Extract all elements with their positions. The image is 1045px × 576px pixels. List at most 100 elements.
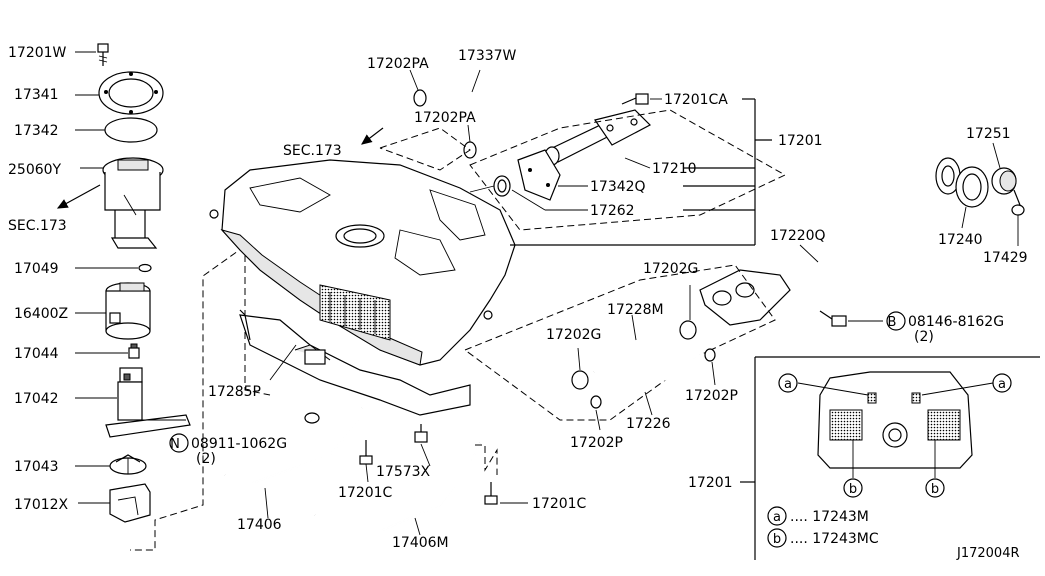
inset-marker-a-left-text: a bbox=[784, 377, 792, 392]
label-17201ca: 17201CA bbox=[664, 92, 728, 108]
label-17201c-left: 17201C bbox=[338, 485, 393, 501]
label-17262: 17262 bbox=[590, 203, 635, 219]
label-17285p: 17285P bbox=[208, 384, 261, 400]
legend-marker-a-text: a bbox=[773, 510, 781, 525]
dashed-vent-box bbox=[379, 127, 471, 171]
dashed-band-right bbox=[475, 444, 498, 475]
clamp-17202p-lower-part bbox=[590, 395, 602, 409]
bolt-17573x-part bbox=[414, 424, 428, 443]
label-bolt-08146-qty: (2) bbox=[914, 329, 934, 345]
sec173-left-arrow bbox=[56, 184, 101, 209]
bolt-08146-symbol bbox=[886, 311, 906, 331]
nut-08911-symbol bbox=[169, 433, 189, 453]
inset-marker-b-right-text: b bbox=[931, 482, 939, 497]
leader-17285p bbox=[269, 344, 297, 381]
clamp-17202pa-top-part bbox=[413, 89, 427, 107]
label-17240: 17240 bbox=[938, 232, 983, 248]
label-17049: 17049 bbox=[14, 261, 59, 277]
screw-17201w-part bbox=[97, 43, 109, 66]
leader-17202g-lower bbox=[577, 347, 581, 371]
legend-marker-a bbox=[767, 506, 787, 526]
label-17201-inset: 17201 bbox=[688, 475, 733, 491]
label-17226: 17226 bbox=[626, 416, 671, 432]
inset-marker-b-left bbox=[843, 478, 863, 498]
label-nut-08911: 08911-1062G bbox=[191, 436, 287, 452]
legend-a-text: .... 17243M bbox=[790, 509, 869, 525]
inset-panel bbox=[740, 356, 1040, 560]
inset-marker-a-left bbox=[778, 373, 798, 393]
legend-marker-b bbox=[767, 528, 787, 548]
label-17337w: 17337W bbox=[458, 48, 517, 64]
bolt-17201c-left-part bbox=[359, 440, 373, 465]
label-17341: 17341 bbox=[14, 87, 59, 103]
label-17202p-right: 17202P bbox=[685, 388, 738, 404]
label-17406: 17406 bbox=[237, 517, 282, 533]
oring-17049-part bbox=[138, 263, 152, 273]
inset-marker-a-right bbox=[992, 373, 1012, 393]
label-nut-08911-prefix: N bbox=[170, 437, 180, 452]
leader-17337w bbox=[471, 69, 481, 93]
label-17202g-lower: 17202G bbox=[546, 327, 601, 343]
lock-ring-17341-part bbox=[98, 71, 164, 115]
inset-marker-a-right-text: a bbox=[998, 377, 1006, 392]
leader-17202pa-mid bbox=[467, 124, 471, 143]
label-bolt-08146-prefix: B bbox=[888, 315, 897, 330]
inset-marker-b-left-text: b bbox=[849, 482, 857, 497]
leader-17251 bbox=[992, 142, 1001, 169]
bracket-17012x-part bbox=[109, 483, 151, 523]
label-17201-top: 17201 bbox=[778, 133, 823, 149]
sec173-mid-arrow bbox=[361, 127, 384, 145]
label-17201c-right: 17201C bbox=[532, 496, 587, 512]
leader-17226 bbox=[644, 391, 653, 416]
dashed-hose-box bbox=[463, 264, 776, 421]
label-17202pa-top: 17202PA bbox=[367, 56, 429, 72]
gasket-17342-part bbox=[104, 117, 158, 143]
gasket-17342q-part bbox=[517, 149, 561, 201]
clip-17043-part bbox=[109, 454, 147, 475]
diagram-id: J172004R bbox=[956, 546, 1020, 561]
label-bolt-08146: 08146-8162G bbox=[908, 314, 1004, 330]
pump-assembly-group bbox=[56, 43, 191, 523]
bolt-08146-part bbox=[819, 310, 847, 327]
clamp-17202g-upper-part bbox=[679, 320, 697, 340]
filler-pipe-17220q-part bbox=[699, 157, 961, 326]
leader-17262-a bbox=[511, 189, 546, 211]
nut-08911-part bbox=[304, 412, 320, 424]
leader-17573x bbox=[420, 443, 431, 467]
label-17202p-lower: 17202P bbox=[570, 435, 623, 451]
clamp-17202p-right-part bbox=[704, 348, 716, 362]
band-17406m-part bbox=[314, 442, 481, 542]
leader-17228m bbox=[631, 314, 637, 341]
leader-17202pa-top bbox=[409, 69, 419, 91]
leader-17220q bbox=[799, 244, 819, 263]
leader-17202p-right bbox=[711, 361, 716, 386]
bolt-17201c-right-part bbox=[484, 482, 498, 505]
label-sec173-left: SEC.173 bbox=[8, 218, 67, 234]
bracket-17201-group bbox=[510, 98, 772, 246]
pump-17042-part bbox=[105, 367, 191, 438]
label-17406m: 17406M bbox=[392, 535, 449, 551]
label-17228m: 17228M bbox=[607, 302, 664, 318]
label-sec173-mid: SEC.173 bbox=[283, 143, 342, 159]
leader-17202p-lower bbox=[595, 409, 601, 431]
label-17210: 17210 bbox=[652, 161, 697, 177]
label-17042: 17042 bbox=[14, 391, 59, 407]
tether-17429-part bbox=[1011, 204, 1025, 216]
clamp-17202g-lower-part bbox=[571, 370, 589, 390]
ring-17262-part bbox=[469, 175, 511, 197]
ring-17240-part bbox=[955, 166, 989, 208]
label-17044: 17044 bbox=[14, 346, 59, 362]
dashed-link-tank-left bbox=[244, 255, 271, 396]
label-17573x: 17573X bbox=[376, 464, 431, 480]
label-17202g-upper: 17202G bbox=[643, 261, 698, 277]
screw-17201ca-part bbox=[621, 93, 649, 105]
label-17201w: 17201W bbox=[8, 45, 67, 61]
label-17342q: 17342Q bbox=[590, 179, 646, 195]
dashed-link-pump bbox=[130, 245, 246, 551]
legend-marker-b-text: b bbox=[773, 532, 781, 547]
label-17251: 17251 bbox=[966, 126, 1011, 142]
sender-unit-25060y-part bbox=[102, 157, 164, 249]
label-17342: 17342 bbox=[14, 123, 59, 139]
